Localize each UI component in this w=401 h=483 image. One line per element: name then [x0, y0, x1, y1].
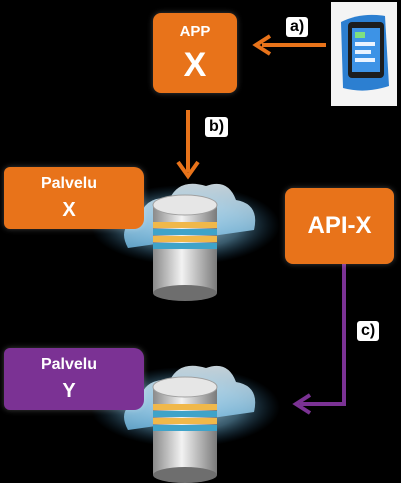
app-label: APP [179, 23, 211, 40]
service-y-name: Y [62, 380, 76, 402]
step-c-label: c) [357, 321, 380, 341]
service-x-name: X [62, 199, 76, 221]
service-y-box: Palvelu Y [4, 348, 144, 410]
arrow-c [292, 264, 346, 415]
arrow-a [252, 34, 326, 56]
service-x-label: Palvelu [40, 175, 98, 192]
step-a-label: a) [286, 17, 309, 37]
app-name: X [183, 46, 207, 84]
api-x-box: API-X [285, 188, 394, 264]
arrow-b [176, 110, 200, 180]
service-y-label: Palvelu [40, 356, 98, 373]
smartwatch-device [331, 2, 397, 106]
app-x-box: APP X [153, 13, 237, 93]
step-b-label: b) [205, 117, 229, 137]
service-x-box: Palvelu X [4, 167, 144, 229]
